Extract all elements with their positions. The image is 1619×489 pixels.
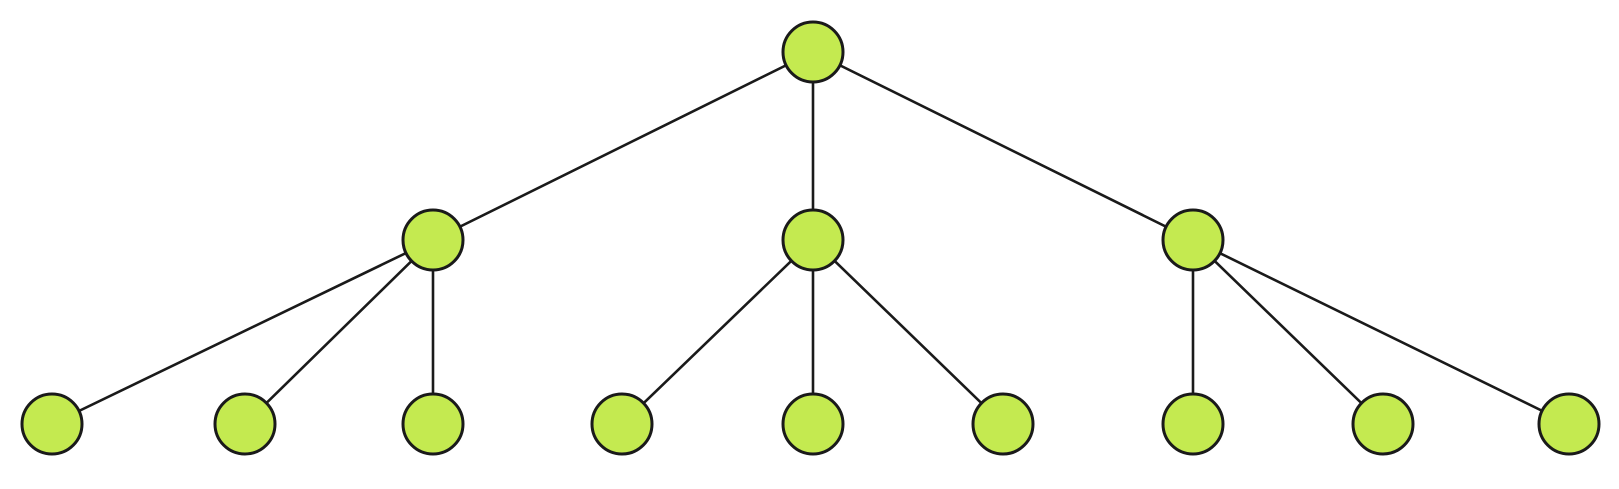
node-leaf-2-1 xyxy=(590,392,654,456)
node-root xyxy=(781,20,845,84)
edge-child-2-to-leaf-2-3 xyxy=(811,238,1005,426)
node-leaf-3-3 xyxy=(1537,392,1601,456)
edge-root-to-child-1 xyxy=(431,50,815,242)
node-leaf-3-2 xyxy=(1351,392,1415,456)
node-leaf-2-3 xyxy=(971,392,1035,456)
nodes-layer xyxy=(20,20,1601,456)
edge-child-3-to-leaf-3-2 xyxy=(1191,238,1385,426)
edge-child-2-to-leaf-2-1 xyxy=(620,238,815,426)
edge-child-1-to-leaf-1-2 xyxy=(243,238,435,426)
edge-child-1-to-leaf-1-1 xyxy=(50,238,435,426)
node-leaf-3-1 xyxy=(1161,392,1225,456)
node-child-1 xyxy=(401,208,465,272)
node-leaf-1-2 xyxy=(213,392,277,456)
node-child-3 xyxy=(1161,208,1225,272)
edge-child-3-to-leaf-3-3 xyxy=(1191,238,1571,426)
node-leaf-1-1 xyxy=(20,392,84,456)
node-child-2 xyxy=(781,208,845,272)
node-leaf-2-2 xyxy=(781,392,845,456)
node-leaf-1-3 xyxy=(401,392,465,456)
edge-root-to-child-3 xyxy=(811,50,1195,242)
